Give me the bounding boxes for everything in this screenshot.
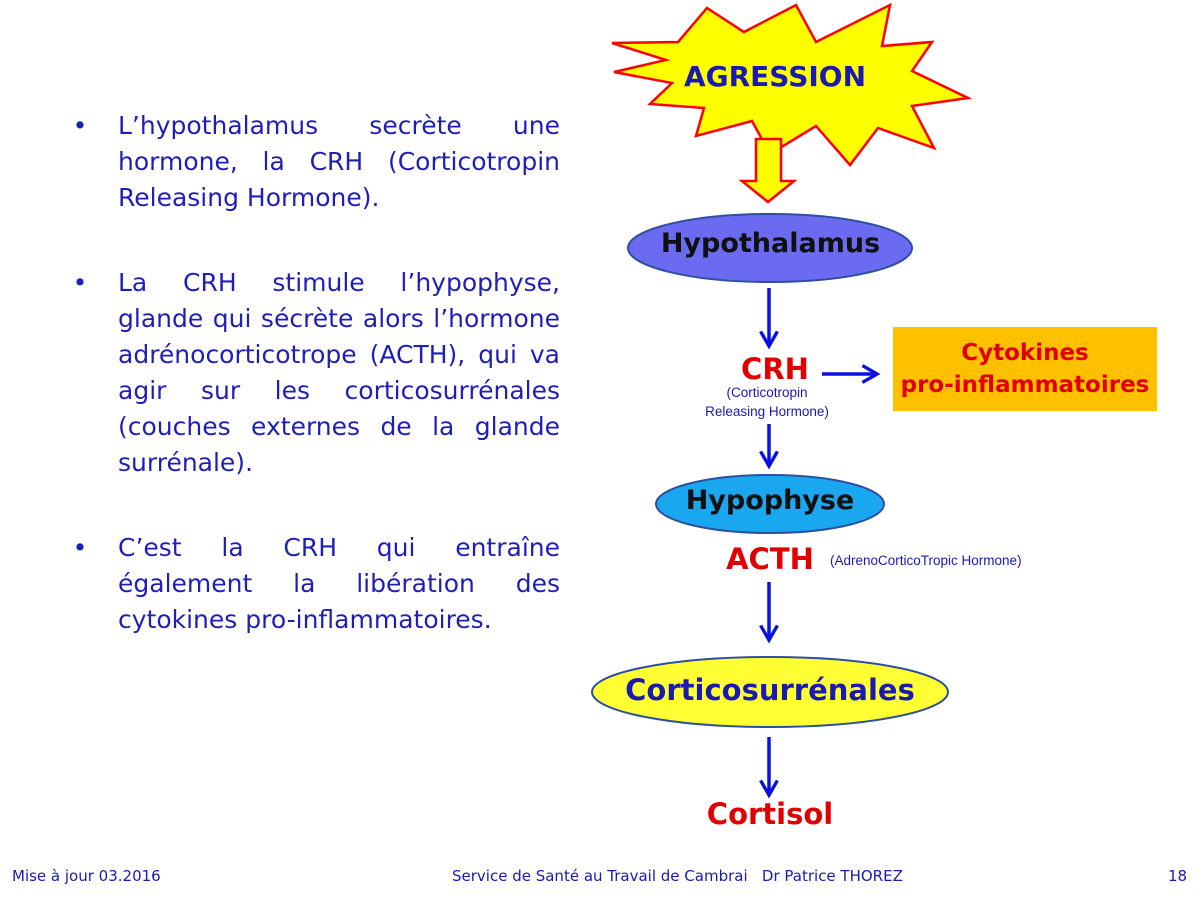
agression-label: AGRESSION (683, 60, 867, 93)
bullet-text: C’est la CRH qui entraîne également la l… (118, 533, 560, 634)
footer-service-credit: Service de Santé au Travail de Cambrai D… (452, 867, 903, 885)
crh-sublabel: (Corticotropin Releasing Hormone) (672, 383, 862, 421)
big-down-arrow-shape (738, 137, 798, 204)
cytokines-label-line1: Cytokines (961, 340, 1089, 366)
bullet-item: • La CRH stimule l’hypophyse, glande qui… (70, 265, 560, 481)
bullet-icon: • (72, 111, 88, 140)
cytokines-label-line2: pro-inflammatoires (900, 372, 1150, 398)
hypophyse-ellipse (655, 474, 885, 534)
bullet-item: • L’hypothalamus secrète une hormone, la… (70, 108, 560, 216)
agression-burst-shape (611, 2, 973, 167)
bullet-list: • L’hypothalamus secrète une hormone, la… (70, 108, 560, 687)
bullet-item: • C’est la CRH qui entraîne également la… (70, 530, 560, 638)
acth-sublabel: (AdrenoCorticoTropic Hormone) (830, 553, 1022, 568)
bullet-icon: • (72, 268, 88, 297)
corticosurrenales-ellipse (591, 656, 949, 728)
hypothalamus-ellipse (627, 213, 913, 283)
crh-sublabel-line1: (Corticotropin (726, 385, 808, 400)
hypothalamus-label: Hypothalamus (660, 228, 881, 259)
corticosurrenales-label: Corticosurrénales (625, 673, 915, 707)
bullet-text: La CRH stimule l’hypophyse, glande qui s… (118, 268, 560, 477)
hypophyse-label: Hypophyse (685, 485, 855, 516)
footer-update-date: Mise à jour 03.2016 (12, 867, 161, 885)
crh-sublabel-line2: Releasing Hormone) (705, 404, 829, 419)
acth-label: ACTH (726, 542, 814, 576)
bullet-text: L’hypothalamus secrète une hormone, la C… (118, 111, 560, 212)
bullet-icon: • (72, 533, 88, 562)
footer-page-number: 18 (1168, 867, 1188, 885)
cytokines-box: Cytokines pro-inflammatoires (893, 327, 1157, 411)
crh-label: CRH (741, 352, 809, 386)
cortisol-label: Cortisol (706, 797, 834, 831)
